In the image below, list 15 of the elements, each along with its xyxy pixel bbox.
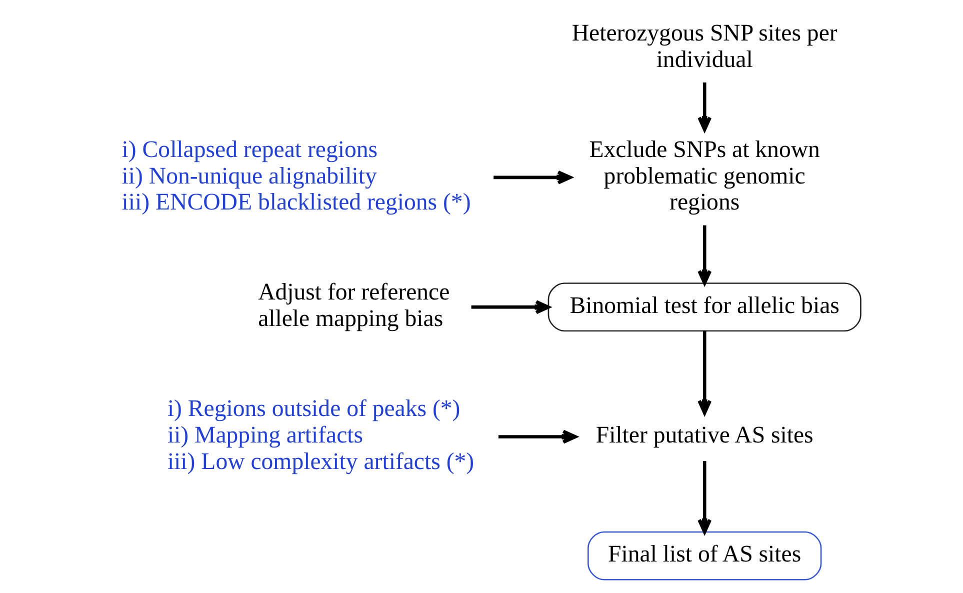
- arrow: [697, 225, 712, 285]
- arrow: [493, 170, 572, 184]
- node-text: i) Collapsed repeat regions ii) Non-unique alignability iii) ENCODE blacklisted regions (*): [121, 136, 470, 216]
- node-text: Heterozygous SNP sites per individual: [571, 20, 837, 73]
- node-text: Filter putative AS sites: [595, 422, 813, 449]
- arrow: [697, 82, 712, 132]
- node-text: i) Regions outside of peaks (*) ii) Mapping artifacts iii) Low complexity artifacts (*): [166, 396, 474, 476]
- arrow: [697, 331, 712, 415]
- node-text: Exclude SNPs at known problematic genomic regions: [588, 136, 820, 216]
- arrow: [498, 430, 576, 444]
- node-box: Final list of AS sites: [587, 531, 822, 580]
- arrow: [697, 461, 712, 534]
- arrow: [470, 300, 550, 314]
- node-box: Binomial test for allelic bias: [547, 282, 861, 332]
- node-text: Adjust for reference allele mapping bias: [258, 280, 450, 332]
